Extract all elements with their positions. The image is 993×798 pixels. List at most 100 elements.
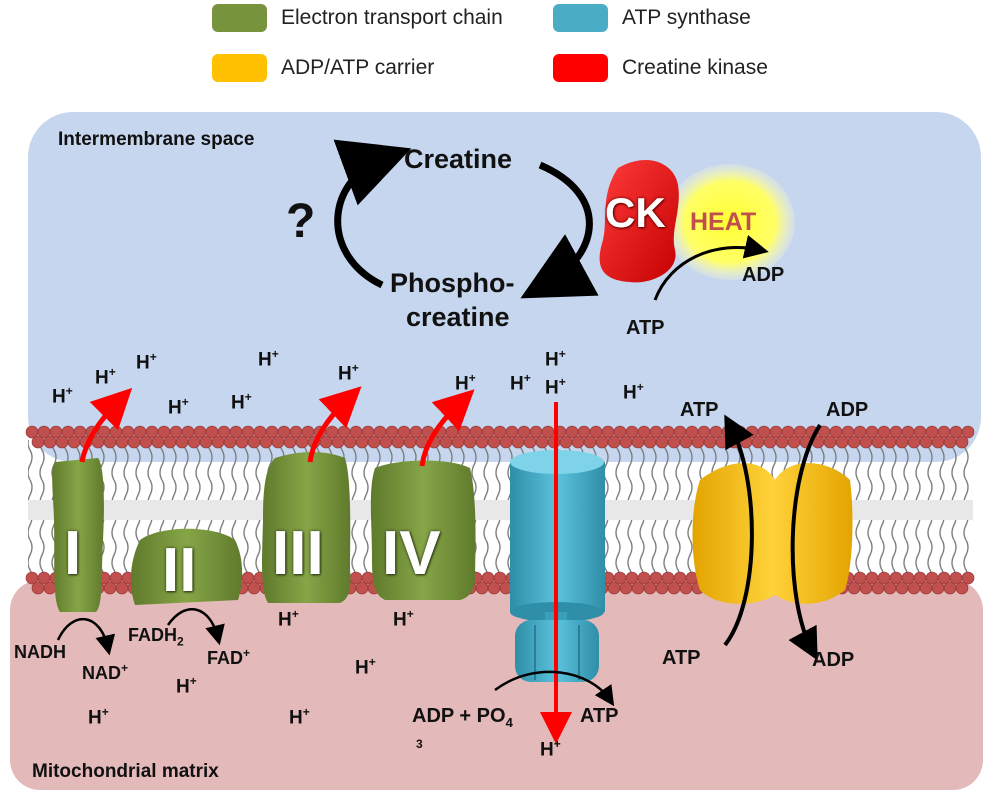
legend-swatch-ck [553, 54, 608, 82]
lipid-head [895, 581, 909, 595]
lipid-head [523, 435, 537, 449]
lipid-head [235, 435, 249, 449]
complex-4-shape [370, 460, 476, 600]
lipid-head [139, 435, 153, 449]
proton: H+ [545, 375, 566, 399]
lipid-head [715, 435, 729, 449]
lipid-head [103, 581, 117, 595]
lipid-head [895, 435, 909, 449]
proton: H+ [510, 371, 531, 395]
adp-atp-carrier-shape [692, 463, 853, 604]
lipid-head [343, 435, 357, 449]
proton: H+ [231, 390, 252, 414]
carrier-arrow-adp-in [788, 423, 822, 661]
proton: H+ [88, 705, 109, 729]
synthase-product-label: ATP [580, 705, 619, 727]
lipid-head [703, 435, 717, 449]
lipid-head [775, 435, 789, 449]
lipid-head [787, 435, 801, 449]
lipid-head [907, 581, 921, 595]
mitochondrial-matrix-label: Mitochondrial matrix [32, 761, 219, 782]
lipid-head [247, 435, 261, 449]
lipid-head [883, 581, 897, 595]
carrier-adp-bottom-label: ADP [812, 649, 855, 671]
nadh-label: NADH [14, 642, 66, 662]
lipid-head [619, 581, 633, 595]
proton: H+ [52, 384, 73, 408]
proton: H+ [136, 350, 157, 374]
ck-adp-label: ADP [742, 264, 785, 286]
lipid-head [175, 435, 189, 449]
lipid-head [367, 435, 381, 449]
lipid-head [31, 435, 45, 449]
lipid-head [667, 435, 681, 449]
lipid-head [511, 435, 525, 449]
lipid-head [931, 435, 945, 449]
lipid-head [667, 581, 681, 595]
lipid-head [247, 581, 261, 595]
proton: H+ [338, 361, 359, 385]
lipid-head [403, 435, 417, 449]
fadh2-label: FADH2 [128, 625, 184, 649]
lipid-head [115, 581, 129, 595]
lipid-head [151, 435, 165, 449]
lipid-head [115, 435, 129, 449]
lipid-head [355, 435, 369, 449]
lipid-head [211, 435, 225, 449]
lipid-head [961, 571, 975, 585]
proton: H+ [278, 607, 299, 631]
lipid-head [655, 581, 669, 595]
fadh-arrow [166, 608, 225, 646]
proton: H+ [623, 380, 644, 404]
lipid-head [283, 435, 297, 449]
legend-swatch-etc [212, 4, 267, 32]
proton: H+ [95, 365, 116, 389]
lipid-head [907, 435, 921, 449]
lipid-head [331, 435, 345, 449]
lipid-head [475, 435, 489, 449]
lipid-head [919, 581, 933, 595]
lipid-head [127, 435, 141, 449]
ck-label: CK [605, 189, 666, 236]
lipid-head [103, 435, 117, 449]
ck-reaction-arrow [653, 235, 769, 301]
proton: H+ [168, 395, 189, 419]
lipid-head [751, 435, 765, 449]
lipid-head [487, 435, 501, 449]
lipid-head [31, 581, 45, 595]
complex-1-label: I [64, 519, 82, 588]
legend-label-etc: Electron transport chain [281, 6, 503, 29]
lipid-head [271, 435, 285, 449]
lipid-head [859, 435, 873, 449]
lipid-head [871, 435, 885, 449]
lipid-head [55, 435, 69, 449]
lipid-head [439, 435, 453, 449]
lipid-head [679, 581, 693, 595]
complex-1-shape [52, 458, 104, 612]
legend-item-carrier: ADP/ATP carrier [212, 54, 434, 82]
legend-label-carrier: ADP/ATP carrier [281, 56, 435, 79]
proton: H+ [455, 371, 476, 395]
proton: H+ [258, 347, 279, 371]
fad-label: FAD+ [207, 646, 251, 668]
ck-atp-label: ATP [626, 317, 665, 339]
synthase-reaction-arrow [494, 670, 615, 707]
lipid-head [943, 581, 957, 595]
nad-label: NAD+ [82, 661, 129, 683]
lipid-head [559, 435, 573, 449]
lipid-head [259, 435, 273, 449]
lipid-head [631, 435, 645, 449]
heat-label: HEAT [690, 208, 757, 236]
phosphocreatine-label-line1: Phospho- [390, 268, 515, 298]
cycle-arrow-right [520, 161, 599, 299]
lipid-head [859, 581, 873, 595]
proton-pump-arrow-3 [307, 386, 362, 463]
carrier-atp-top-label: ATP [680, 399, 719, 421]
lipid-head [463, 435, 477, 449]
proton: H+ [540, 737, 561, 761]
lipid-head [619, 435, 633, 449]
synthase-substrate-charge: 3 [416, 737, 423, 751]
legend-label-synthase: ATP synthase [622, 6, 751, 29]
